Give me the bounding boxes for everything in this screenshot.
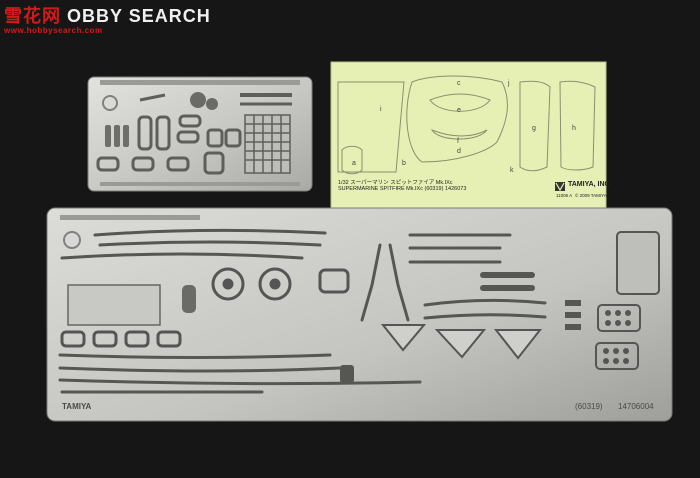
decal-line1: 1/32 スーパーマリン スピットファイア Mk.IXc (338, 180, 453, 186)
large-photo-etch-fret (46, 207, 673, 422)
decal-code: 11006 A (556, 193, 573, 198)
svg-text:b: b (402, 160, 406, 167)
svg-text:g: g (532, 125, 536, 132)
svg-text:f: f (457, 138, 459, 145)
svg-text:h: h (572, 125, 576, 132)
svg-text:a: a (352, 160, 356, 167)
svg-text:d: d (457, 148, 461, 155)
decal-line2: SUPERMARINE SPITFIRE Mk.IXc (60319) 1426… (338, 186, 467, 192)
svg-text:j: j (507, 80, 510, 87)
fret-serial: 14706004 (618, 402, 654, 411)
fret-part-number: (60319) (575, 402, 603, 411)
decal-copyright: © 2009 TAMIYA (575, 193, 607, 198)
decal-sheet: i a b c d e f g h j k (330, 61, 607, 211)
decal-brand: TAMIYA, INC (568, 181, 610, 188)
watermark-site: www.hobbysearch.com (4, 26, 103, 35)
svg-text:k: k (510, 167, 514, 174)
svg-text:c: c (457, 80, 461, 87)
watermark: 雪花网 OBBY SEARCH www.hobbysearch.com (4, 2, 211, 35)
small-photo-etch-fret (87, 76, 313, 192)
fret-brand-mark: TAMIYA (62, 402, 92, 411)
watermark-logo: 雪花网 OBBY SEARCH (4, 6, 211, 26)
svg-text:i: i (380, 106, 382, 113)
svg-text:e: e (457, 107, 461, 114)
